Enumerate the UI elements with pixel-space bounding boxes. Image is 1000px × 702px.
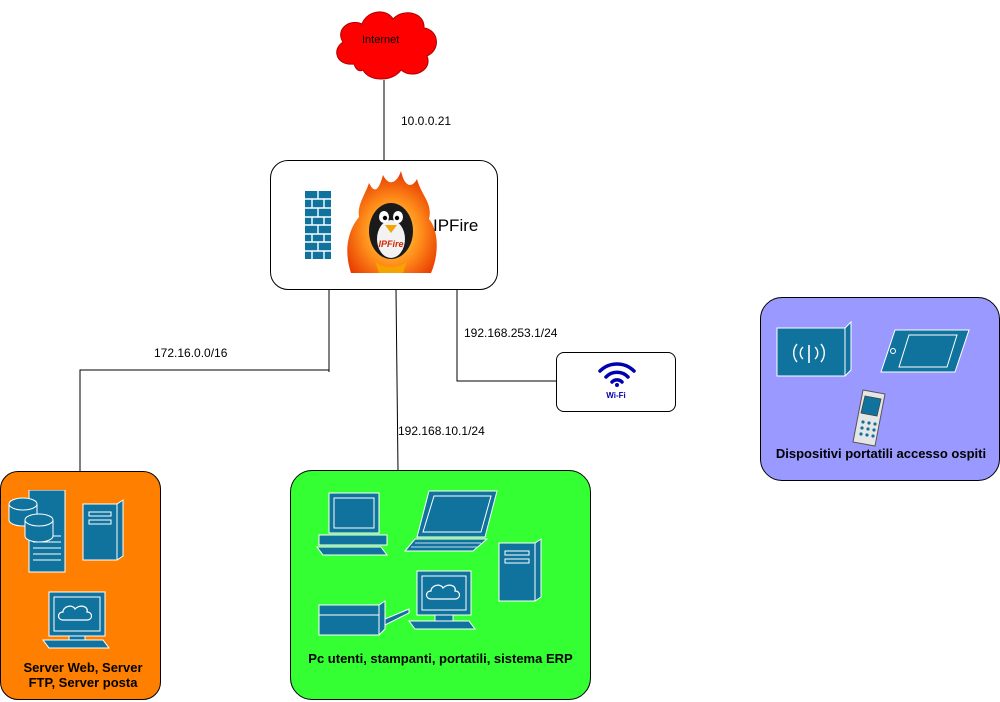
tablet-icon — [880, 329, 970, 373]
wifi-access-point: Wi-Fi — [556, 352, 676, 412]
laptop-icon — [403, 490, 498, 552]
wireless-router-icon — [776, 320, 852, 377]
network-pc-icon — [408, 570, 476, 630]
tower-server-icon — [82, 499, 124, 561]
desktop-pc-icon — [316, 492, 388, 556]
mobile-phone-icon — [852, 389, 886, 447]
link-firewall-lan — [395, 289, 399, 471]
link-firewall-dmz — [79, 290, 330, 471]
firewall-label: IPFire — [433, 216, 479, 235]
link-firewall-wifi — [456, 290, 556, 382]
wan-ip-label: 10.0.0.21 — [401, 114, 452, 128]
user-zone-title: Pc utenti, stampanti, portatili, sistema… — [308, 651, 573, 666]
server-zone: Server Web, Server FTP, Server posta — [0, 471, 161, 700]
internet-cloud-icon — [336, 11, 437, 80]
lan-subnet-label: 192.168.10.1/24 — [398, 424, 485, 438]
dmz-subnet-label: 172.16.0.0/16 — [154, 346, 228, 360]
guest-zone: Dispositivi portatili accesso ospiti — [760, 297, 1000, 481]
internet-label: Internet — [362, 34, 400, 46]
wifi-icon — [598, 362, 636, 387]
database-server-icon — [8, 490, 66, 573]
ipfire-logo-text: IPFire — [378, 239, 403, 249]
ipfire-logo-icon: IPFire — [347, 171, 437, 273]
firewall-node: IPFire IPFire — [270, 160, 498, 290]
brick-wall-icon — [305, 191, 331, 259]
server-zone-title: Server Web, Server FTP, Server posta — [23, 660, 143, 690]
wifi-subnet-label: 192.168.253.1/24 — [464, 326, 558, 340]
wifi-label: Wi-Fi — [606, 391, 626, 400]
user-zone: Pc utenti, stampanti, portatili, sistema… — [290, 470, 591, 700]
guest-zone-title: Dispositivi portatili accesso ospiti — [775, 446, 987, 461]
lan-tower-server-icon — [498, 538, 542, 602]
printer-icon — [318, 600, 410, 636]
web-server-monitor-icon — [42, 591, 110, 649]
